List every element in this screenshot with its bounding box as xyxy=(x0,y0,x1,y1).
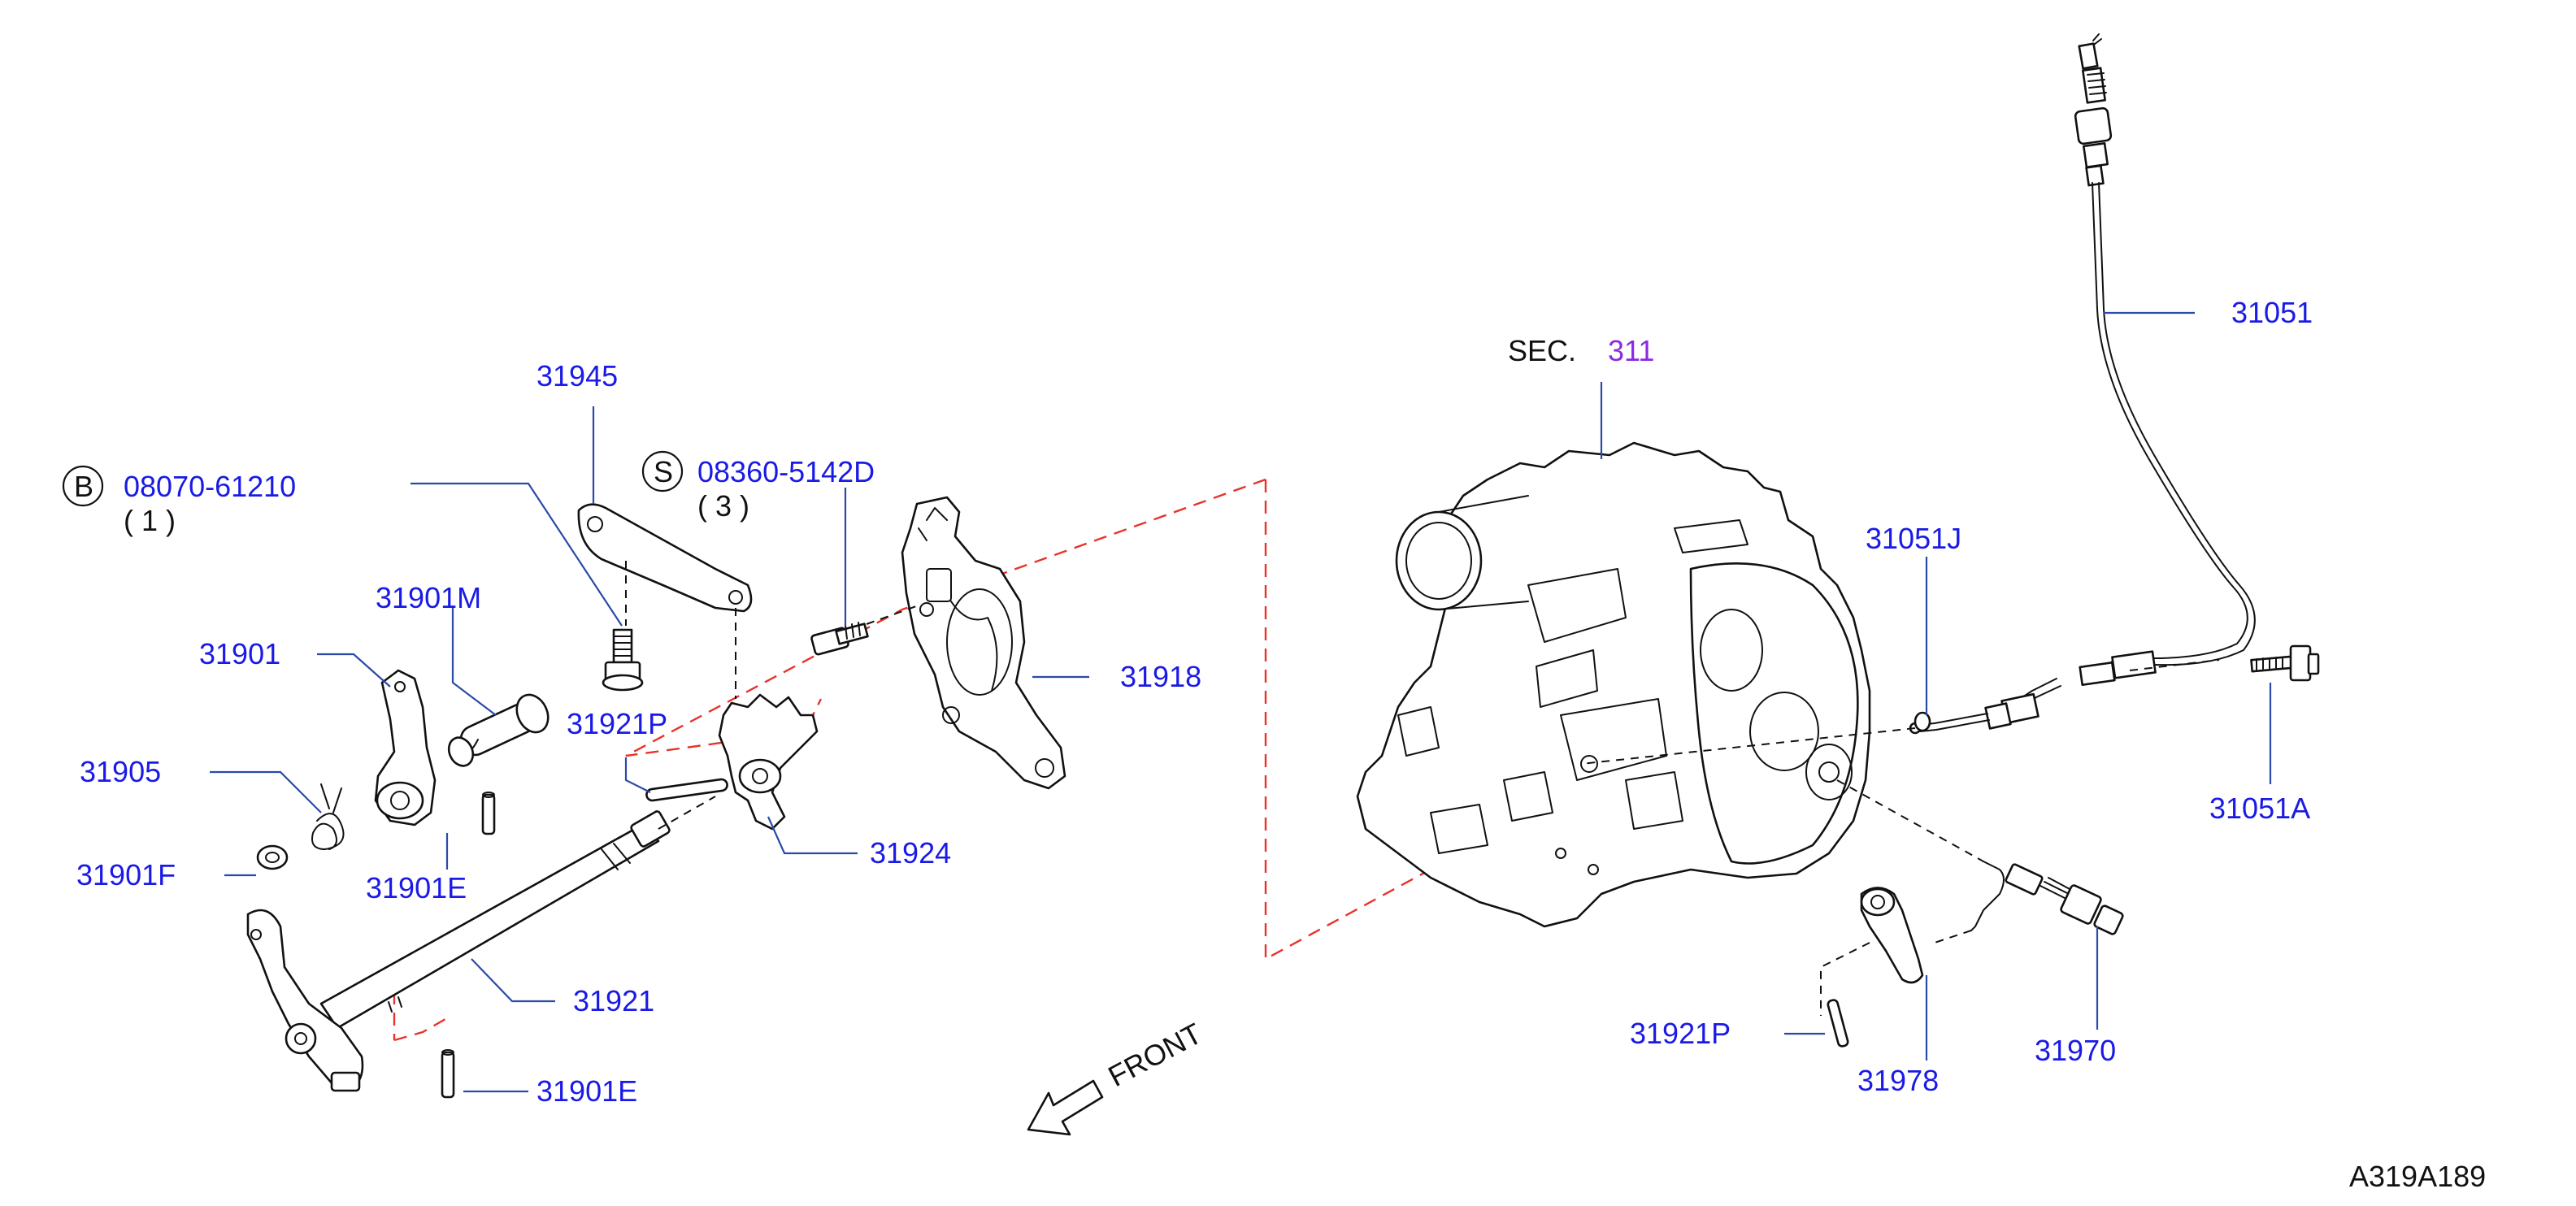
retaining-pin-right xyxy=(1827,999,1849,1048)
leader-lines xyxy=(210,311,2272,1093)
callout-31921: 31921 xyxy=(573,984,654,1017)
sensor-wire xyxy=(1836,779,2124,944)
torsion-spring xyxy=(311,783,345,850)
callout-31901: 31901 xyxy=(199,637,280,670)
bolt-quantity: ( 1 ) xyxy=(124,504,176,537)
transmission-case xyxy=(1356,441,1871,928)
screw-quantity: ( 3 ) xyxy=(697,489,749,523)
bracket-bolt xyxy=(602,628,644,692)
retaining-pin-left xyxy=(645,778,728,802)
callout-08070-61210: 08070-61210 xyxy=(124,470,296,503)
callout-31921P-left: 31921P xyxy=(567,707,667,740)
callout-31051J: 31051J xyxy=(1866,522,1961,555)
manual-shaft xyxy=(246,796,716,1092)
callout-31901E-upper: 31901E xyxy=(366,871,467,904)
inhibitor-switch xyxy=(901,496,1066,790)
selector-lever xyxy=(374,669,437,826)
bolt-symbol: B xyxy=(74,470,93,503)
callout-31905: 31905 xyxy=(80,755,161,788)
callout-31051: 31051 xyxy=(2231,296,2313,329)
callout-31918: 31918 xyxy=(1120,660,1201,693)
callout-31901M: 31901M xyxy=(376,581,481,614)
callout-31978: 31978 xyxy=(1857,1064,1939,1097)
manual-shaft-bushing xyxy=(447,693,550,767)
callout-31901E-lower: 31901E xyxy=(536,1074,637,1108)
cable-grommet xyxy=(1914,711,1931,732)
figure-id: A319A189 xyxy=(2349,1160,2486,1193)
callout-31924: 31924 xyxy=(870,836,951,870)
manual-plate xyxy=(718,693,819,831)
callout-31970: 31970 xyxy=(2035,1034,2116,1067)
callout-31901F: 31901F xyxy=(76,858,176,891)
shift-lever-right xyxy=(1820,887,1924,1016)
inhibitor-screw xyxy=(810,605,919,656)
shift-cable xyxy=(1580,33,2256,765)
cable-bracket-bolt xyxy=(2250,644,2320,682)
roll-pin-upper xyxy=(481,792,496,835)
callout-08360-5142D: 08360-5142D xyxy=(697,455,875,488)
front-arrow xyxy=(1027,1079,1104,1136)
roll-pin-lower xyxy=(441,1049,455,1099)
screw-symbol-circle xyxy=(641,450,684,492)
screw-symbol: S xyxy=(654,455,673,488)
section-number: 311 xyxy=(1608,334,1654,367)
front-label: FRONT xyxy=(1103,1017,1208,1093)
section-prefix: SEC. xyxy=(1508,334,1576,367)
callout-31921P-right: 31921P xyxy=(1630,1017,1731,1050)
lever-nut xyxy=(256,844,289,870)
callout-31945: 31945 xyxy=(536,359,618,393)
bolt-symbol-circle xyxy=(62,465,104,507)
control-bracket xyxy=(577,503,753,699)
callout-31051A: 31051A xyxy=(2209,792,2310,825)
